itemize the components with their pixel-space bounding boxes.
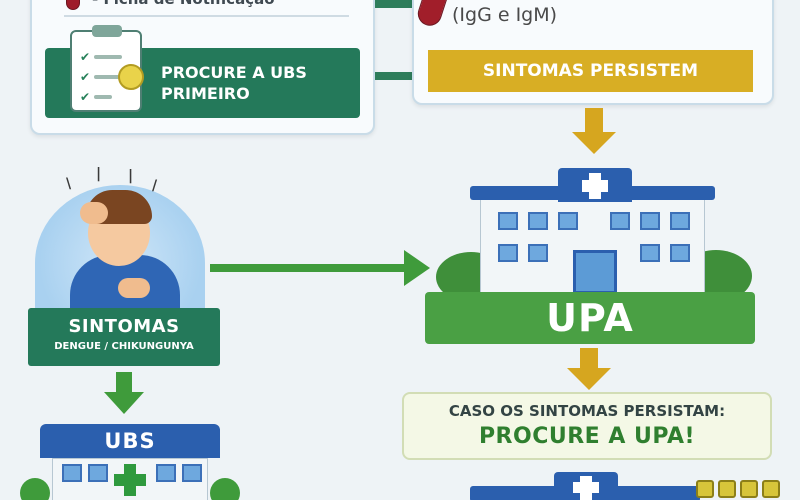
symptoms-subtitle: DENGUE / CHIKUNGUNYA bbox=[54, 341, 194, 352]
medical-cross-icon bbox=[582, 180, 608, 192]
person-hand bbox=[80, 202, 108, 224]
upa-label: UPA bbox=[546, 296, 634, 340]
connector-line bbox=[375, 72, 415, 80]
window bbox=[640, 212, 660, 230]
procure-ubs-line1: PROCURE A UBS bbox=[161, 63, 307, 82]
stress-lines-icon: \ bbox=[66, 176, 72, 192]
arrow-down-icon bbox=[585, 108, 603, 134]
window bbox=[610, 212, 630, 230]
window bbox=[640, 244, 660, 262]
divider bbox=[64, 15, 349, 17]
symptoms-title: SINTOMAS bbox=[68, 316, 180, 337]
notice-line2: PROCURE A UPA! bbox=[478, 424, 696, 449]
test-type: (IgG e IgM) bbox=[452, 4, 558, 26]
door bbox=[573, 250, 617, 294]
stress-lines-icon: / bbox=[152, 178, 158, 194]
window bbox=[156, 464, 176, 482]
badge-icon bbox=[118, 64, 144, 90]
clipboard-clip-icon bbox=[92, 25, 122, 37]
medicine-icon bbox=[696, 480, 714, 498]
window bbox=[670, 244, 690, 262]
window bbox=[498, 212, 518, 230]
window bbox=[558, 212, 578, 230]
arrow-right-icon bbox=[210, 264, 406, 272]
person-chest-hand bbox=[118, 278, 150, 298]
arrow-down-head-icon bbox=[104, 392, 144, 414]
bush bbox=[210, 478, 240, 500]
window bbox=[498, 244, 518, 262]
window bbox=[670, 212, 690, 230]
window bbox=[88, 464, 108, 482]
arrow-down-head-icon bbox=[572, 132, 616, 154]
blood-tube-icon bbox=[66, 0, 80, 10]
arrow-down-icon bbox=[116, 372, 132, 394]
window bbox=[528, 212, 548, 230]
arrow-down-head-icon bbox=[567, 368, 611, 390]
ubs-roof: UBS bbox=[40, 424, 220, 458]
notification-line: - Ficha de Notificação bbox=[92, 0, 275, 8]
medicine-icon bbox=[762, 480, 780, 498]
stress-lines-icon: | bbox=[128, 168, 134, 184]
bush bbox=[20, 478, 50, 500]
stress-lines-icon: | bbox=[96, 166, 102, 182]
medical-cross-icon bbox=[114, 474, 146, 486]
medical-cross-icon bbox=[573, 482, 599, 493]
window bbox=[62, 464, 82, 482]
symptoms-label: SINTOMAS DENGUE / CHIKUNGUNYA bbox=[28, 308, 220, 366]
persist-notice: CASO OS SINTOMAS PERSISTAM: PROCURE A UP… bbox=[402, 392, 772, 460]
upa-platform: UPA bbox=[425, 292, 755, 344]
symptoms-persist-banner: SINTOMAS PERSISTEM bbox=[428, 50, 753, 92]
ubs-label: UBS bbox=[104, 429, 156, 453]
clipboard-icon: ✔ ✔ ✔ bbox=[70, 30, 142, 112]
notice-line1: CASO OS SINTOMAS PERSISTAM: bbox=[448, 402, 726, 420]
procure-ubs-line2: PRIMEIRO bbox=[161, 84, 250, 103]
window bbox=[182, 464, 202, 482]
medicine-icon bbox=[718, 480, 736, 498]
medicine-icon bbox=[740, 480, 758, 498]
arrow-right-head-icon bbox=[404, 250, 430, 286]
connector-line-top bbox=[375, 0, 415, 8]
procure-ubs-text: PROCURE A UBS PRIMEIRO bbox=[161, 62, 307, 104]
arrow-down-icon bbox=[580, 348, 598, 370]
window bbox=[528, 244, 548, 262]
